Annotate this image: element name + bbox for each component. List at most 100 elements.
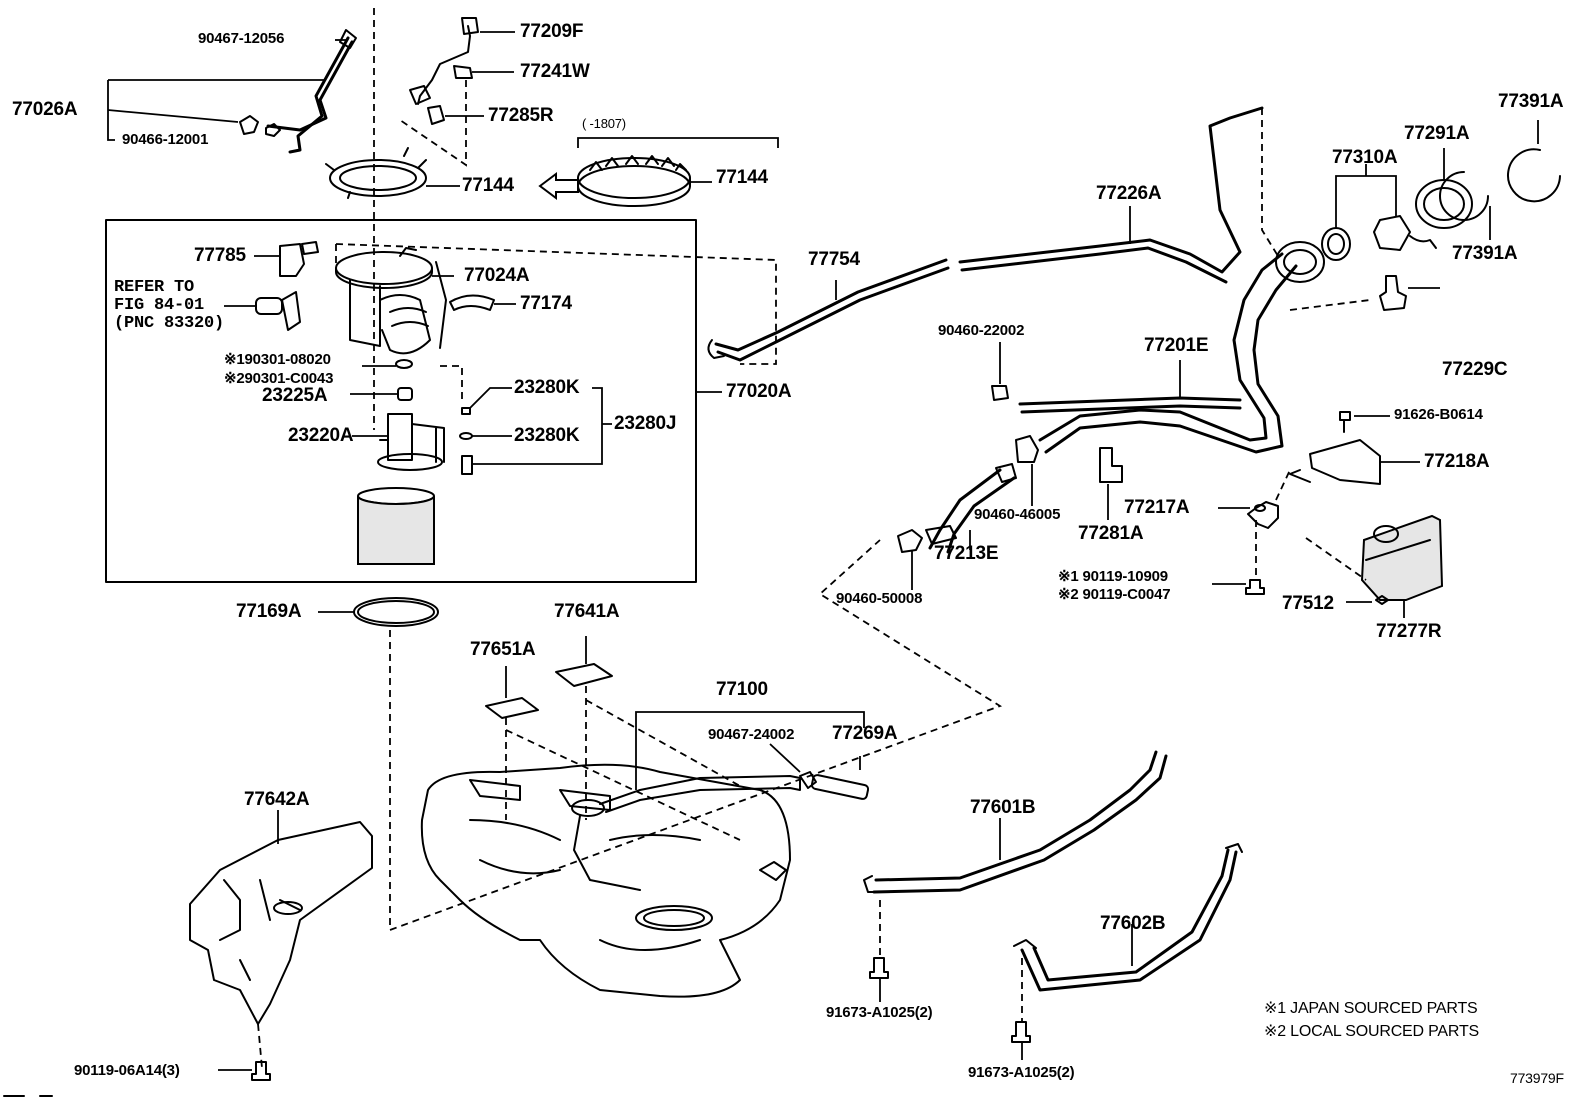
label-91673-A1025-a: 91673-A1025(2) [826,1004,933,1021]
label-77020A: 77020A [726,381,792,402]
retainer-ring-left [325,147,427,199]
label-77285R: 77285R [488,105,554,126]
label-77277R: 77277R [1376,621,1442,642]
wire-harness [409,17,479,125]
label-77291A: 77291A [1404,123,1470,144]
label-190301-08020: ※190301-08020 [224,351,331,368]
gasket-77169A [353,597,439,627]
vent-tube [239,29,357,154]
clip-77174 [449,294,495,311]
sender-gauge [255,291,301,331]
label-90119-06A14: 90119-06A14(3) [74,1062,180,1079]
label-77754: 77754 [808,249,860,270]
note-japan: ※1 JAPAN SOURCED PARTS [1264,1000,1478,1017]
bolt-91626-B0614 [1339,411,1351,433]
tank-axis-line [389,539,1003,932]
label-77785: 77785 [194,245,246,266]
note-local: ※2 LOCAL SOURCED PARTS [1264,1023,1479,1040]
clamp-90467-24002 [799,771,817,789]
label-77174: 77174 [520,293,572,314]
label-91626-B0614: 91626-B0614 [1394,406,1483,423]
pump-assembly-box [105,219,697,583]
small-oring [395,359,413,369]
label-77642A: 77642A [244,789,310,810]
clamp-90460-46005 [1015,435,1039,463]
label-23280K-no2: 23280K [514,425,580,446]
label-90119-C0047: ※2 90119-C0047 [1058,586,1171,603]
label-90467-12056: 90467-12056 [198,30,285,47]
label-90460-50008: 90460-50008 [836,590,923,607]
label-290301-C0043: ※290301-C0043 [224,370,334,387]
label-77310A: 77310A [1332,147,1398,168]
cushion-23225A [397,387,413,401]
label-77281A: 77281A [1078,523,1144,544]
label-77651A: 77651A [470,639,536,660]
bolt-90119-06A14 [251,1061,271,1081]
filter-no1 [461,407,471,415]
label-77169A: 77169A [236,601,302,622]
label-77024A: 77024A [464,265,530,286]
label-77209F: 77209F [520,21,584,42]
label-23225A: 23225A [262,385,328,406]
pump-module [335,247,447,355]
label-77026A: 77026A [12,99,78,120]
vent-pipe-77754 [707,258,950,362]
protector-77642A [189,821,373,1025]
pad-77651A [485,697,539,719]
connector-77785 [279,241,319,277]
label-77601B: 77601B [970,797,1036,818]
hose-77213E [925,463,1017,554]
retainer-ring-right [577,155,691,207]
clamp-90460-50008 [897,529,923,553]
fuel-pump [377,413,445,471]
label-77229C: 77229C [1442,359,1508,380]
label-77602B: 77602B [1100,913,1166,934]
label-77512: 77512 [1282,593,1334,614]
breather-tube-77226A [958,106,1264,284]
valve-77229C [1379,275,1407,311]
label-77241W: 77241W [520,61,590,82]
leader-77026A [107,79,325,141]
label-77226A: 77226A [1096,183,1162,204]
pin-77512 [1375,595,1389,605]
connector-77281A [1099,447,1123,483]
label-77217A: 77217A [1124,497,1190,518]
hose-77269A [810,774,870,800]
pad-77641A [555,663,613,687]
label-77641A: 77641A [554,601,620,622]
label-77100: 77100 [716,679,768,700]
strap-77602B [1013,843,1243,992]
arrow-icon [538,172,579,200]
label-77213E: 77213E [934,543,999,564]
clamp-90460-22002 [991,385,1009,401]
ring-77391A-a [1439,171,1489,221]
bracket-77218A [1289,439,1381,485]
label-90460-22002: 90460-22002 [938,322,1025,339]
filter-23280J [461,455,473,475]
box-77277R [1360,514,1444,601]
diagram-code: 773979F [1510,1070,1564,1086]
label-77218A: 77218A [1424,451,1490,472]
label-23280K-no1: 23280K [514,377,580,398]
label-77144-right: 77144 [716,167,768,188]
ref-note-line2: FIG 84-01 [114,296,205,315]
label-77391A-top: 77391A [1498,91,1564,112]
label-90119-10909: ※1 90119-10909 [1058,568,1168,585]
ring-77391A-b [1507,148,1561,203]
filter-no2 [459,432,473,440]
ref-note-line1: REFER TO [114,278,195,297]
label-90466-12001: 90466-12001 [122,131,209,148]
filter-cup [357,487,435,565]
label-23280J: 23280J [614,413,677,434]
bolt-90119-10909 [1245,579,1265,595]
bolt-91673-A1025-b [1011,1021,1031,1043]
label-90467-24002: 90467-24002 [708,726,795,743]
ref-note-line3: (PNC 83320) [114,314,225,333]
cap-parts [1321,179,1473,261]
label-77201E: 77201E [1144,335,1209,356]
label-23220A: 23220A [288,425,354,446]
label-90460-46005: 90460-46005 [974,506,1061,523]
label-91673-A1025-b: 91673-A1025(2) [968,1064,1075,1081]
